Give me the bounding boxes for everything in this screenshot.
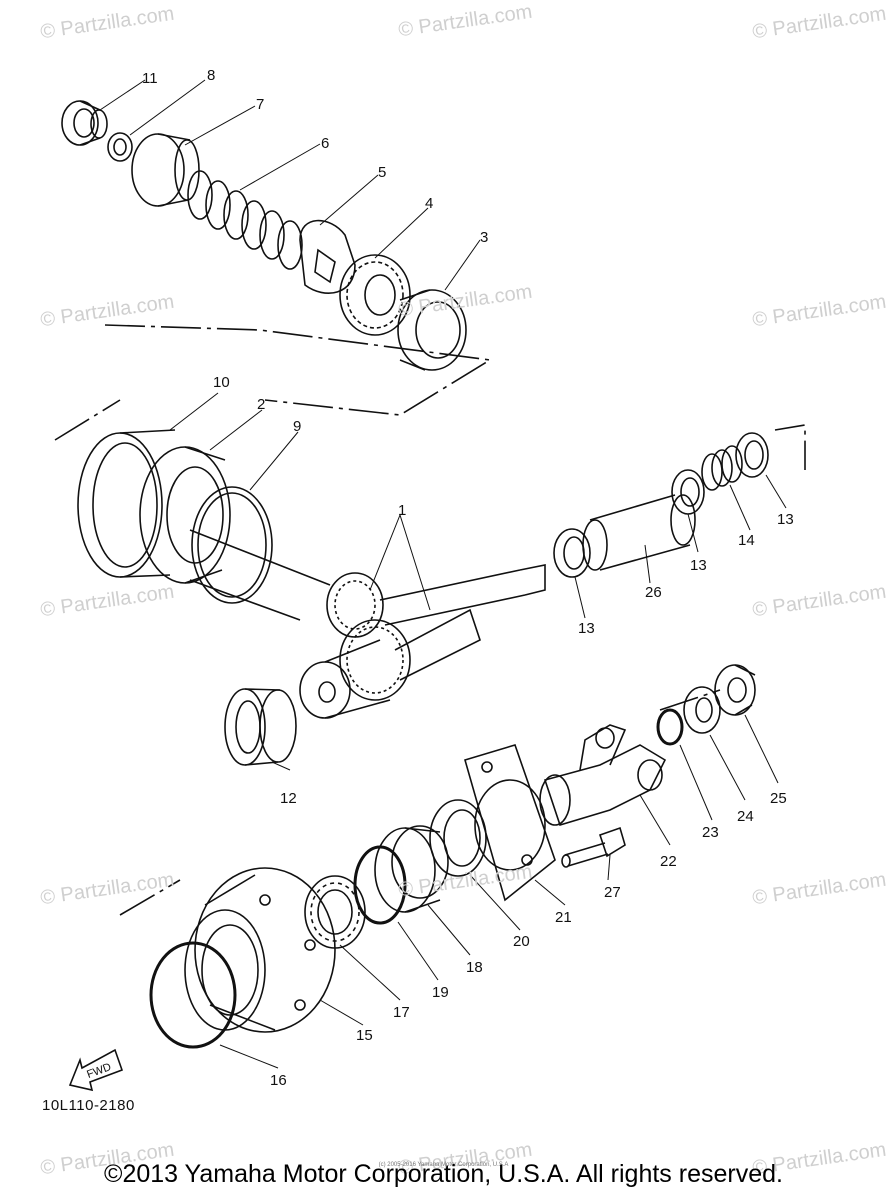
- label-26: 26: [645, 584, 662, 601]
- part-6-spring[interactable]: [187, 170, 303, 270]
- part-4-gear[interactable]: [339, 254, 411, 336]
- label-11: 11: [142, 70, 158, 87]
- label-17: 17: [393, 1004, 410, 1021]
- label-21: 21: [555, 909, 572, 926]
- label-18: 18: [466, 959, 483, 976]
- group-frame-lower-top: [659, 689, 721, 711]
- label-3: 3: [480, 229, 488, 246]
- label-15: 15: [356, 1027, 373, 1044]
- label-5: 5: [378, 164, 386, 181]
- part-13-washer-c[interactable]: [735, 432, 769, 478]
- part-9-ring[interactable]: [191, 486, 273, 604]
- part-11-needle-bearing[interactable]: [61, 100, 108, 146]
- part-17-bearing[interactable]: [304, 875, 366, 949]
- part-21-gasket[interactable]: [464, 744, 556, 902]
- label-27: 27: [604, 884, 621, 901]
- part-25-nut[interactable]: [714, 664, 756, 716]
- part-5-cam[interactable]: [299, 219, 356, 294]
- copyright-notice: ©2013 Yamaha Motor Corporation, U.S.A. A…: [104, 1160, 783, 1188]
- label-2: 2: [257, 396, 265, 413]
- label-13-b: 13: [690, 557, 707, 574]
- group-frame-upper: [104, 324, 493, 416]
- label-13-a: 13: [578, 620, 595, 637]
- label-12: 12: [280, 790, 297, 807]
- part-1-shaft-gear[interactable]: [189, 529, 546, 719]
- label-6: 6: [321, 135, 329, 152]
- group-frame-middle: [54, 399, 121, 441]
- label-10: 10: [213, 374, 230, 391]
- label-19: 19: [432, 984, 449, 1001]
- label-16: 16: [270, 1072, 287, 1089]
- label-14: 14: [738, 532, 755, 549]
- diagram-code: 10L110-2180: [42, 1097, 135, 1114]
- part-7-plate[interactable]: [131, 133, 200, 207]
- tiny-copyright: (c) 2005-2016 Yamaha Motor Corporation, …: [378, 1162, 509, 1168]
- part-24-washer[interactable]: [683, 686, 721, 734]
- label-24: 24: [737, 808, 754, 825]
- part-8-circlip[interactable]: [107, 132, 133, 162]
- label-22: 22: [660, 853, 677, 870]
- part-15-housing[interactable]: [184, 867, 336, 1033]
- part-16-o-ring[interactable]: [149, 941, 237, 1049]
- label-7: 7: [256, 96, 264, 113]
- fwd-arrow-icon: [68, 1048, 124, 1092]
- part-23-o-ring[interactable]: [656, 708, 684, 746]
- part-20-oil-seal[interactable]: [429, 799, 487, 877]
- label-13-c: 13: [777, 511, 794, 528]
- part-14-spring[interactable]: [701, 445, 743, 491]
- part-13-washer-b[interactable]: [671, 469, 705, 515]
- label-20: 20: [513, 933, 530, 950]
- label-4: 4: [425, 195, 433, 212]
- part-13-washer-a[interactable]: [553, 528, 591, 578]
- part-26-collar[interactable]: [582, 494, 696, 571]
- label-8: 8: [207, 67, 215, 84]
- part-22-yoke[interactable]: [539, 724, 667, 826]
- part-2-bearing[interactable]: [139, 446, 231, 584]
- part-27-bolt[interactable]: [561, 826, 626, 868]
- label-1: 1: [398, 502, 406, 519]
- leader-lines: [99, 79, 787, 1069]
- label-9: 9: [293, 418, 301, 435]
- group-frame-right: [774, 424, 806, 470]
- label-23: 23: [702, 824, 719, 841]
- part-18-collar[interactable]: [374, 825, 449, 913]
- part-labels: 11 8 7 6 5 4 3 10 2 9 1 12 13 26 13 14 1…: [85, 67, 793, 1089]
- group-frame-lower: [119, 879, 181, 916]
- label-25: 25: [770, 790, 787, 807]
- part-10-ring[interactable]: [77, 429, 176, 578]
- part-3-nut[interactable]: [397, 289, 467, 371]
- part-12-needle-bearing[interactable]: [224, 688, 297, 766]
